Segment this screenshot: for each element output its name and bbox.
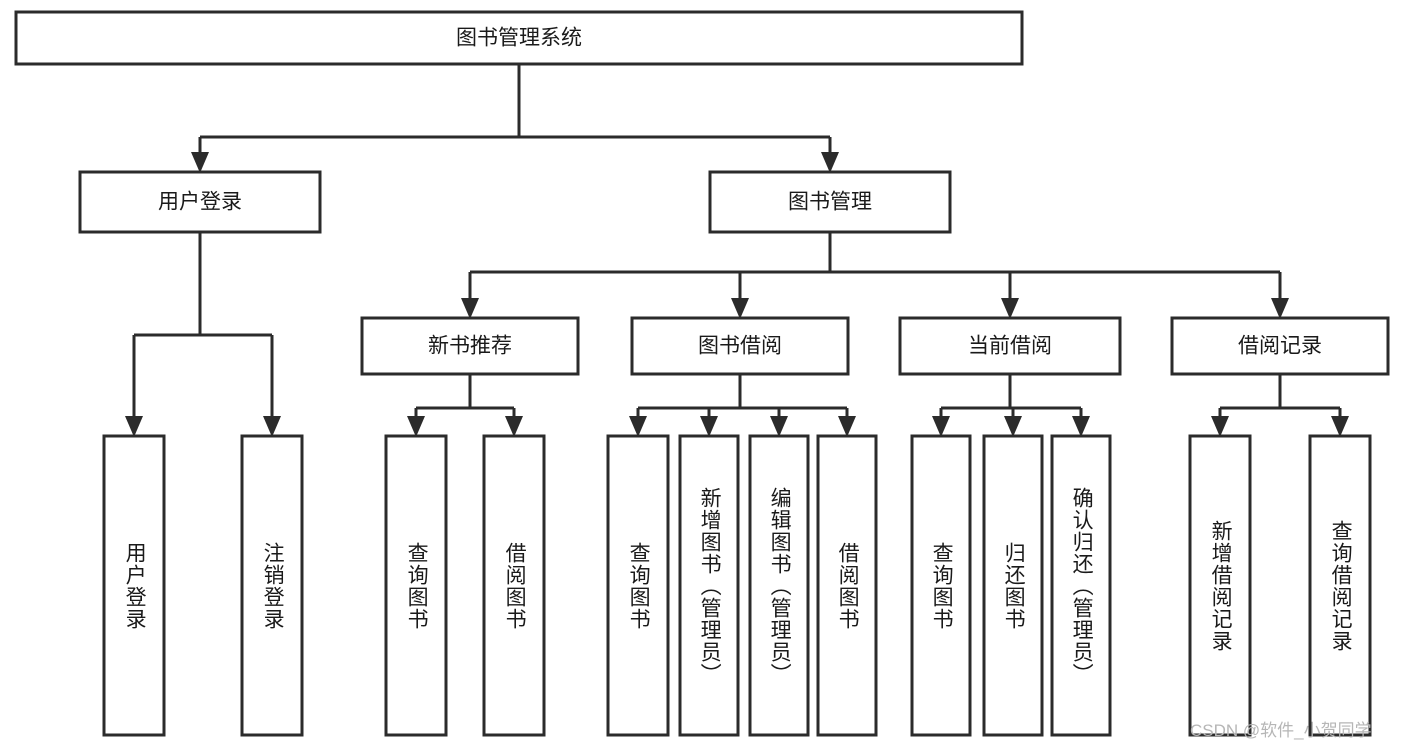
node-label-root: 图书管理系统 xyxy=(456,27,582,50)
node-leaf-edit-book[interactable] xyxy=(748,434,810,737)
node-leaf-query-book-recommend[interactable] xyxy=(384,434,448,737)
node-root[interactable] xyxy=(14,10,1024,66)
node-new-book-recommend[interactable] xyxy=(360,316,580,376)
node-leaf-query-borrow-record[interactable] xyxy=(1308,434,1372,737)
node-book-borrow[interactable] xyxy=(630,316,850,376)
watermark: CSDN @软件_小贺同学 xyxy=(1190,721,1372,740)
node-leaf-borrow-book[interactable] xyxy=(816,434,878,737)
node-borrow-records[interactable] xyxy=(1170,316,1390,376)
node-label-book-borrow: 图书借阅 xyxy=(698,335,782,358)
node-label-book-management: 图书管理 xyxy=(788,191,872,214)
node-leaf-confirm-return[interactable] xyxy=(1050,434,1112,737)
node-leaf-add-borrow-record[interactable] xyxy=(1188,434,1252,737)
node-leaf-borrow-book-recommend[interactable] xyxy=(482,434,546,737)
node-leaf-query-book-current[interactable] xyxy=(910,434,972,737)
node-leaf-query-book-borrow[interactable] xyxy=(606,434,670,737)
node-leaf-user-login[interactable] xyxy=(102,434,166,737)
node-label-current-borrow: 当前借阅 xyxy=(968,335,1052,358)
node-leaf-return-book[interactable] xyxy=(982,434,1044,737)
node-book-management[interactable] xyxy=(708,170,952,234)
node-label-user-login: 用户登录 xyxy=(158,191,242,214)
node-leaf-logout[interactable] xyxy=(240,434,304,737)
connector-layer xyxy=(125,64,1349,437)
node-user-login[interactable] xyxy=(78,170,322,234)
node-label-new-book-recommend: 新书推荐 xyxy=(428,335,512,358)
node-current-borrow[interactable] xyxy=(898,316,1122,376)
node-leaf-add-book[interactable] xyxy=(678,434,740,737)
node-label-borrow-records: 借阅记录 xyxy=(1238,335,1322,358)
